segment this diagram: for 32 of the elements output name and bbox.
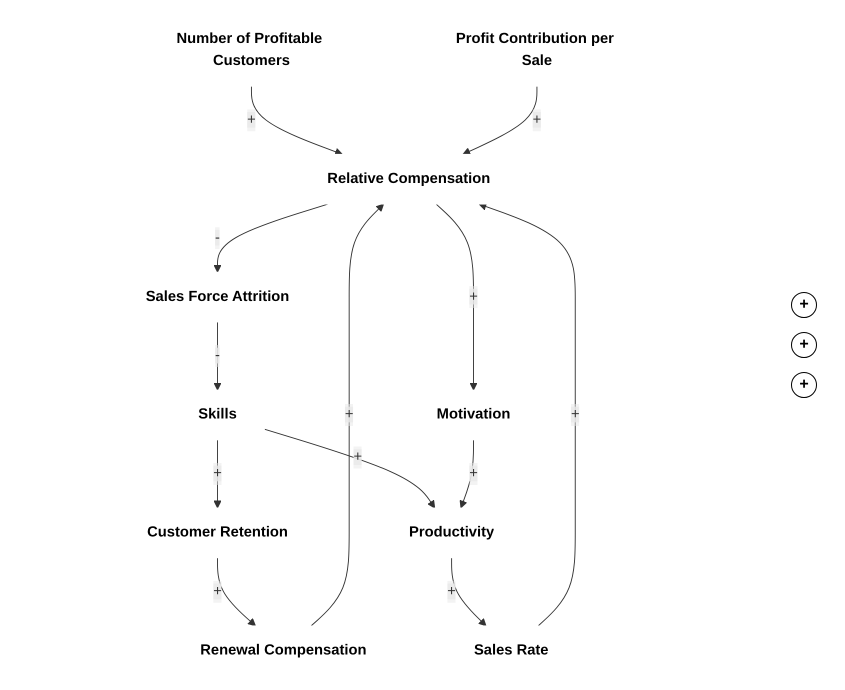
node-text: Motivation: [436, 406, 510, 422]
loop-polarity-marker: +: [791, 292, 817, 318]
node-text: Renewal Compensation: [200, 642, 367, 658]
edge-label: +: [247, 112, 256, 128]
edge-label: +: [213, 584, 222, 600]
node-text: Profit Contribution per Sale: [456, 30, 614, 69]
loop-polarity-marker: +: [791, 372, 817, 398]
edge-label: +: [344, 406, 354, 422]
arrow: [478, 202, 576, 626]
edge-label: +: [532, 112, 542, 128]
arrow: [217, 557, 256, 626]
node-text: Sales Rate: [474, 642, 549, 658]
arrow: [310, 204, 384, 626]
loop-polarity-marker: +: [791, 332, 817, 358]
edge-label: -: [215, 348, 220, 364]
node-text: Number of Profitable Customers: [176, 30, 322, 69]
arrow: [251, 86, 343, 156]
edge-label: +: [469, 288, 478, 304]
edge-label: +: [354, 449, 362, 465]
node-text: Productivity: [409, 524, 494, 540]
node-text: Sales Force Attrition: [146, 288, 290, 304]
arrow: [264, 428, 436, 508]
arrow: [460, 439, 474, 508]
edge-label: +: [447, 584, 456, 600]
edge-label: +: [213, 466, 222, 482]
edge-label: -: [215, 230, 220, 246]
arrow: [462, 86, 538, 155]
node-text: Customer Retention: [147, 524, 288, 540]
edge-label: +: [571, 406, 580, 422]
edge-label: +: [469, 466, 478, 482]
arrow: [451, 557, 487, 626]
node-text: Skills: [198, 406, 237, 422]
